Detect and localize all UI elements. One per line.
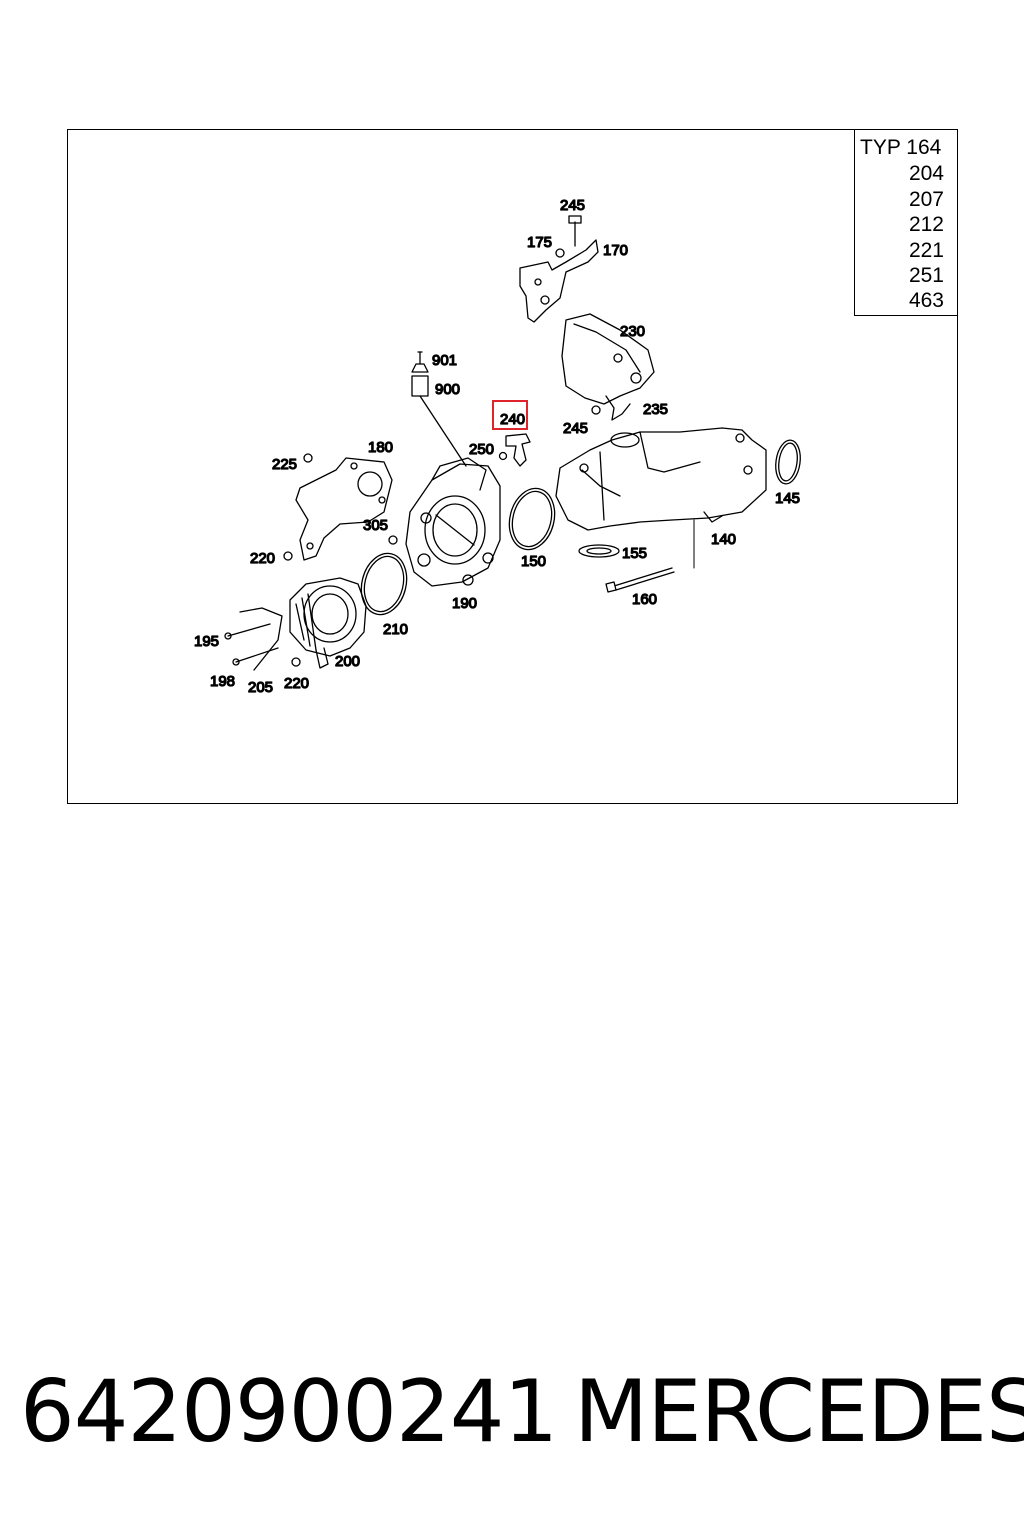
- bracket-180-part: [295, 457, 393, 561]
- callout-160: 160: [632, 591, 657, 608]
- callout-901: 901: [432, 352, 457, 369]
- brand-name: MERCEDES: [574, 1362, 1024, 1462]
- callout-195: 195: [194, 633, 219, 650]
- bracket-170-part: [519, 215, 599, 323]
- callout-140: 140: [711, 531, 736, 548]
- o-ring-210-part: [360, 552, 408, 616]
- bolt-160-part: [605, 567, 675, 593]
- callout-150: 150: [521, 553, 546, 570]
- screw-305-part: [388, 535, 398, 545]
- manifold-140-part: [555, 427, 767, 531]
- callout-250: 250: [469, 441, 494, 458]
- callout-200: 200: [335, 653, 360, 670]
- callout-305: 305: [363, 517, 388, 534]
- cover-230-part: [561, 313, 655, 421]
- screw-220a-part: [283, 551, 293, 561]
- typ-value: 204: [908, 162, 944, 185]
- diagram-frame: [67, 129, 958, 804]
- callout-190: 190: [452, 595, 477, 612]
- part-number: 6420900241: [20, 1362, 558, 1462]
- o-ring-145-part: [775, 439, 801, 485]
- typ-table: [854, 129, 958, 316]
- o-ring-145-inner: [778, 442, 798, 482]
- bolts-195-198-part: [224, 607, 283, 671]
- callout-245a: 245: [560, 197, 585, 214]
- callout-240: 240: [500, 411, 525, 428]
- callout-220a: 220: [250, 550, 275, 567]
- callout-145: 145: [775, 490, 800, 507]
- typ-value: 221: [908, 239, 944, 262]
- typ-value: 212: [908, 213, 944, 236]
- o-ring-150-part: [508, 487, 556, 551]
- callout-220b: 220: [284, 675, 309, 692]
- throttle-body-190-part: [405, 457, 501, 587]
- callout-900: 900: [435, 381, 460, 398]
- typ-value: 207: [908, 188, 944, 211]
- callout-155: 155: [622, 545, 647, 562]
- callout-180: 180: [368, 439, 393, 456]
- highlight-box-240: [492, 400, 528, 430]
- callout-205: 205: [248, 679, 273, 696]
- bracket-240-part: [498, 433, 531, 467]
- callout-198: 198: [210, 673, 235, 690]
- screw-220b-part: [291, 657, 301, 667]
- typ-value: 463: [908, 289, 944, 312]
- screw-225-part: [303, 453, 313, 463]
- callout-175: 175: [527, 234, 552, 251]
- exploded-parts-diagram: 245 175 170 230 901 900 240 235 245 250 …: [193, 196, 801, 697]
- callout-235: 235: [643, 401, 668, 418]
- typ-value: 251: [908, 264, 944, 287]
- typ-table-label: TYP 164: [860, 136, 942, 159]
- callout-210: 210: [383, 621, 408, 638]
- callout-170: 170: [603, 242, 628, 259]
- callout-225: 225: [272, 456, 297, 473]
- adapter-200-part: [289, 577, 367, 669]
- callout-245b: 245: [563, 420, 588, 437]
- gasket-155-part: [578, 544, 620, 558]
- connector-900-part: [411, 351, 467, 467]
- callout-230: 230: [620, 323, 645, 340]
